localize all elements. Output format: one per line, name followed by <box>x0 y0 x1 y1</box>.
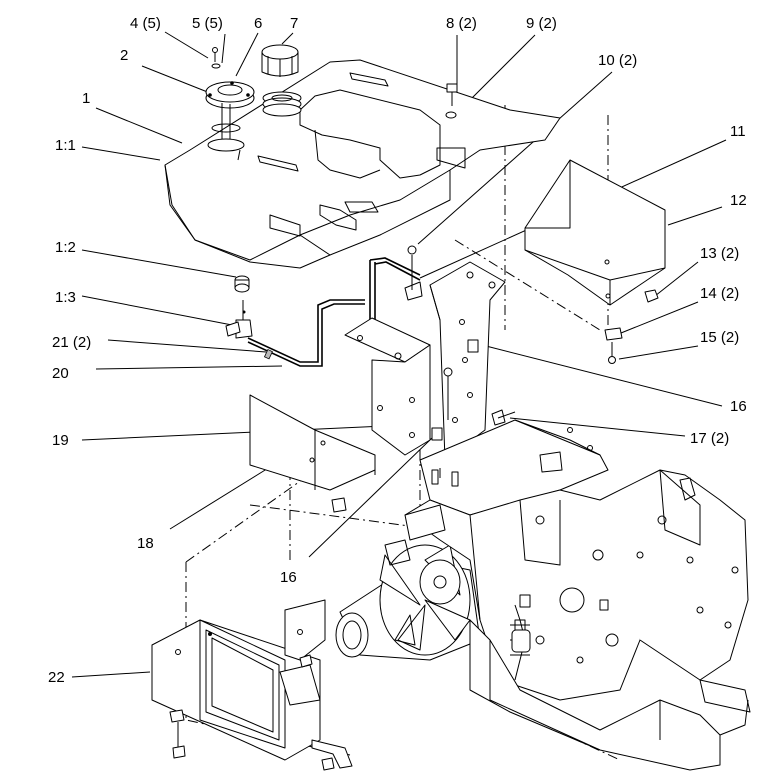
callout-1-1: 1:1 <box>55 137 76 154</box>
callout-21: 21 (2) <box>52 334 91 351</box>
callout-11: 11 <box>730 123 746 140</box>
callout-16-right: 16 <box>730 398 747 415</box>
callout-17: 17 (2) <box>690 430 729 447</box>
mounting-bracket-19 <box>344 317 431 456</box>
hardware <box>331 83 659 513</box>
callout-12: 12 <box>730 192 747 209</box>
tank-fittings <box>225 275 253 339</box>
callout-22: 22 <box>48 669 65 686</box>
callout-7: 7 <box>290 15 298 32</box>
heat-shield-12 <box>524 159 666 306</box>
callout-14: 14 (2) <box>700 285 739 302</box>
washer-14 <box>604 327 623 341</box>
callout-13: 13 (2) <box>700 245 739 262</box>
fuel-line <box>247 257 421 367</box>
callout-1-2: 1:2 <box>55 239 76 256</box>
chassis-frame <box>404 419 751 771</box>
fuel-cap <box>261 44 302 117</box>
callout-18: 18 <box>137 535 154 552</box>
callout-10: 10 (2) <box>598 52 637 69</box>
callout-6: 6 <box>254 15 262 32</box>
callout-labels: 4 (5) 5 (5) 6 7 2 1 1:1 8 (2) 9 (2) 10 (… <box>48 15 747 686</box>
heat-shield-18 <box>249 394 376 491</box>
fuel-sender-assembly <box>205 47 255 152</box>
nut-13 <box>644 289 659 303</box>
callout-4: 4 (5) <box>130 15 161 32</box>
callout-9: 9 (2) <box>526 15 557 32</box>
bolt-15 <box>608 356 616 364</box>
clip-16 <box>467 339 479 353</box>
callout-16-lower: 16 <box>280 569 297 586</box>
callout-8: 8 (2) <box>446 15 477 32</box>
mounting-bracket-11 <box>404 245 506 461</box>
callout-20: 20 <box>52 365 69 382</box>
callout-5: 5 (5) <box>192 15 223 32</box>
callout-1: 1 <box>82 90 90 107</box>
callout-15: 15 (2) <box>700 329 739 346</box>
callout-1-3: 1:3 <box>55 289 76 306</box>
front-shield-22 <box>151 599 353 771</box>
callout-2: 2 <box>120 47 128 64</box>
callout-19: 19 <box>52 432 69 449</box>
